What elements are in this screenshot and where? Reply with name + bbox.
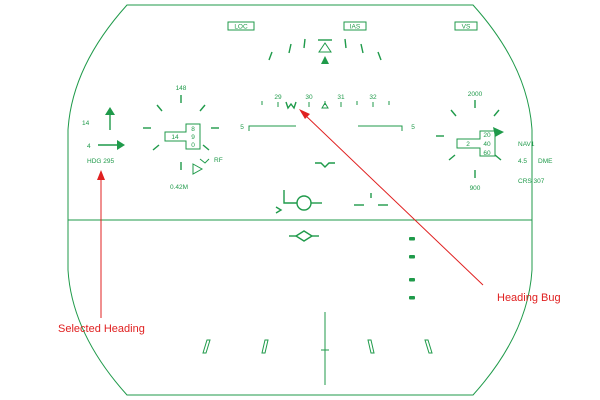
wind-vector: 14 4 xyxy=(82,107,125,150)
flight-path-marker-icon xyxy=(315,162,335,168)
svg-text:VS: VS xyxy=(462,24,471,31)
guidance-cue-icon xyxy=(289,230,319,242)
airspeed-digit-0: 8 xyxy=(191,126,195,133)
svg-text:IAS: IAS xyxy=(350,24,361,31)
dme-distance: 4.5 xyxy=(518,158,527,165)
airspeed-box-value: 14 xyxy=(171,134,179,141)
altitude-digit-0: 20 xyxy=(483,132,491,139)
altitude-dial: 2000 2 20 40 60 900 xyxy=(436,91,504,192)
pitch-marks-right xyxy=(354,193,388,206)
callout-heading-bug: Heading Bug xyxy=(299,109,561,304)
wind-up-label: 14 xyxy=(82,120,90,127)
airspeed-digit-2: 0 xyxy=(191,142,195,149)
callout-selected-heading: Selected Heading xyxy=(58,170,145,335)
altitude-top-value: 2000 xyxy=(468,91,483,98)
roll-scale xyxy=(268,38,382,61)
selected-heading-readout: HDG 295 xyxy=(87,158,114,165)
mode-annunciator-loc: LOC xyxy=(227,21,255,31)
display-frame xyxy=(67,4,533,396)
altitude-digit-1: 40 xyxy=(483,141,491,148)
mode-annunciator-ias: IAS xyxy=(343,21,367,31)
roll-pointer-icon xyxy=(318,39,332,64)
airspeed-dial: 148 14 8 9 0 RF 0.42M xyxy=(143,85,223,191)
callout-selected-heading-label: Selected Heading xyxy=(58,323,145,335)
heading-label-31: 31 xyxy=(337,94,345,101)
altitude-bottom-value: 900 xyxy=(470,185,481,192)
mach-readout: 0.42M xyxy=(170,184,188,191)
svg-text:5: 5 xyxy=(240,124,244,131)
airspeed-digit-1: 9 xyxy=(191,134,195,141)
svg-text:5: 5 xyxy=(411,124,415,131)
aircraft-symbol-icon xyxy=(275,190,322,214)
rf-label: RF xyxy=(214,157,223,164)
heading-label-29: 29 xyxy=(274,94,282,101)
mode-annunciator-vs: VS xyxy=(454,21,478,31)
heading-bug-icon xyxy=(285,101,297,110)
heading-label-30: 30 xyxy=(305,94,313,101)
ground-markers xyxy=(202,339,433,354)
heading-tape: 29 30 31 32 xyxy=(261,94,390,109)
pitch-ladder-5: 5 5 xyxy=(240,124,415,131)
svg-text:LOC: LOC xyxy=(234,24,248,31)
callout-heading-bug-label: Heading Bug xyxy=(497,292,561,304)
glideslope-dots xyxy=(409,237,415,300)
dme-label: DME xyxy=(538,158,553,165)
altitude-box-value: 2 xyxy=(466,141,470,148)
nav-info: NAV1 4.5 DME CRS 307 xyxy=(518,141,553,185)
centerline-marker xyxy=(321,312,329,385)
course-readout: CRS 307 xyxy=(518,178,545,185)
nav-source-label: NAV1 xyxy=(518,141,535,148)
altitude-digit-2: 60 xyxy=(483,150,491,157)
airspeed-top-value: 148 xyxy=(176,85,187,92)
wind-right-label: 4 xyxy=(87,143,91,150)
heading-label-32: 32 xyxy=(369,94,377,101)
